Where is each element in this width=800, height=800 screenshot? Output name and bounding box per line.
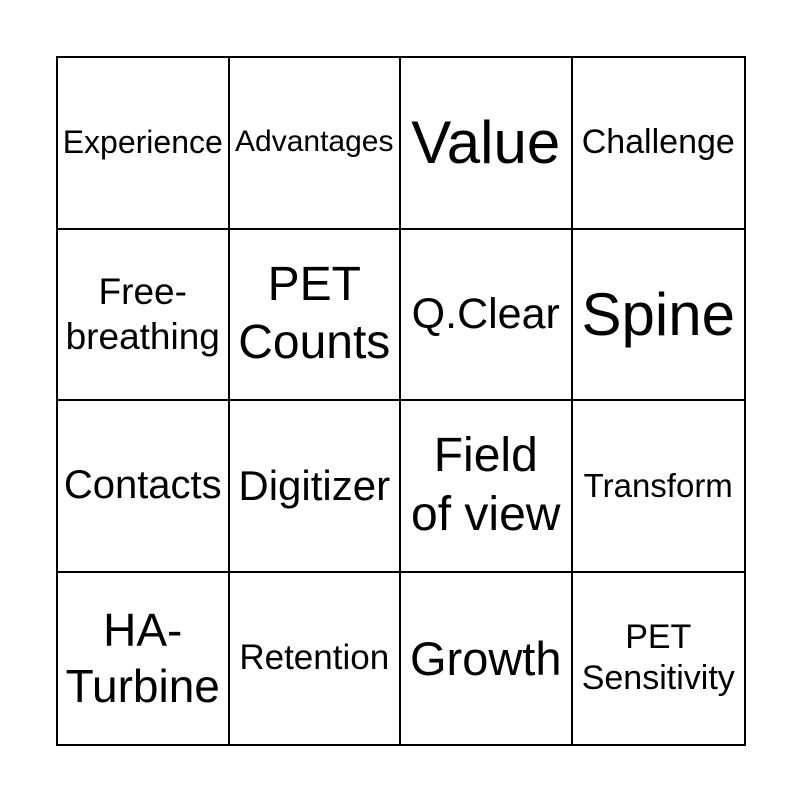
cell-label: Experience — [62, 124, 223, 161]
cell-label: Value — [411, 109, 561, 177]
cell-label: Digitizer — [238, 462, 391, 510]
cell-label-line2: Counts — [238, 316, 391, 370]
bingo-cell-experience[interactable]: Experience — [58, 58, 230, 230]
cell-label-line1: PET — [625, 617, 692, 656]
bingo-cell-retention[interactable]: Retention — [229, 572, 401, 744]
bingo-cell-digitizer[interactable]: Digitizer — [229, 401, 401, 573]
bingo-cell-transform[interactable]: Transform — [572, 401, 744, 573]
cell-label: Transform — [583, 466, 733, 504]
cell-label-line1: Field — [433, 429, 538, 483]
bingo-cell-pet-counts[interactable]: PET Counts — [229, 229, 401, 401]
cell-label: Challenge — [581, 123, 735, 162]
cell-label-line1: Free- — [98, 271, 187, 313]
bingo-cell-q-clear[interactable]: Q.Clear — [401, 229, 573, 401]
cell-label-line1: PET — [267, 257, 361, 311]
bingo-cell-advantages[interactable]: Advantages — [229, 58, 401, 230]
bingo-cell-growth[interactable]: Growth — [401, 572, 573, 744]
cell-label: Retention — [239, 637, 390, 677]
bingo-cell-field-of-view[interactable]: Field of view — [401, 401, 573, 573]
cell-label: Spine — [581, 280, 735, 348]
bingo-board: Experience Advantages Value Challenge Fr… — [56, 56, 746, 746]
bingo-cell-ha-turbine[interactable]: HA- Turbine — [58, 572, 230, 744]
bingo-cell-challenge[interactable]: Challenge — [572, 58, 744, 230]
bingo-cell-pet-sensitivity[interactable]: PET Sensitivity — [572, 572, 744, 744]
bingo-cell-value[interactable]: Value — [401, 58, 573, 230]
cell-label: Q.Clear — [411, 290, 560, 339]
cell-label-line2: breathing — [65, 316, 220, 358]
bingo-cell-spine[interactable]: Spine — [572, 229, 744, 401]
cell-label-line2: Sensitivity — [581, 659, 735, 698]
cell-label-line2: Turbine — [65, 660, 220, 713]
bingo-cell-contacts[interactable]: Contacts — [58, 401, 230, 573]
cell-label: Contacts — [63, 463, 222, 508]
cell-label-line1: HA- — [103, 604, 183, 657]
cell-label: Growth — [410, 631, 562, 685]
cell-label-line2: of view — [411, 487, 561, 541]
bingo-cell-free-breathing[interactable]: Free- breathing — [58, 229, 230, 401]
cell-label: Advantages — [235, 125, 394, 159]
